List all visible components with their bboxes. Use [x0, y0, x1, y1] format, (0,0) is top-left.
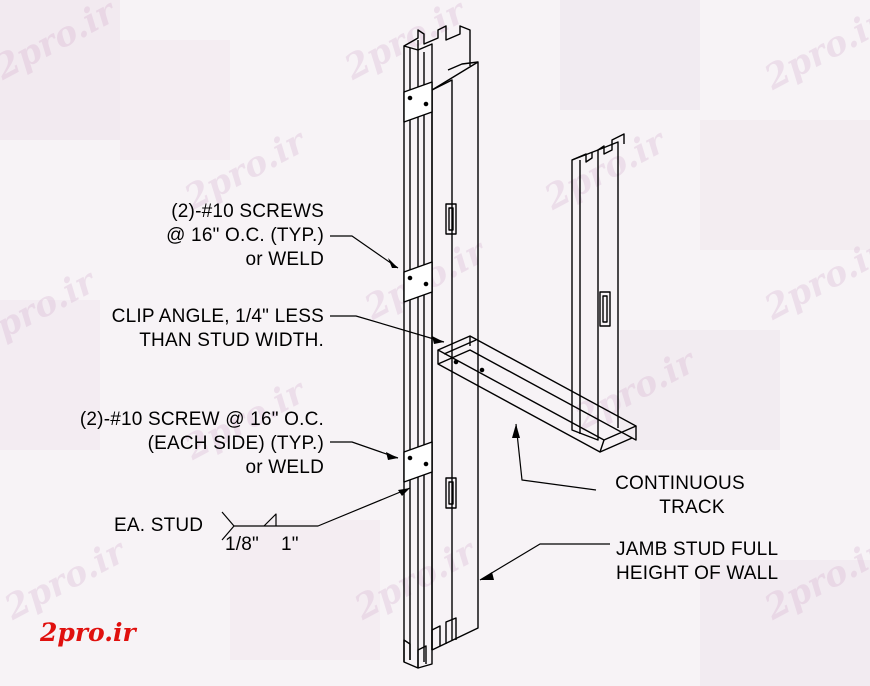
site-logo: 2pro.ir [40, 618, 136, 647]
screws-side-note: (2)-#10 SCREW @ 16" O.C. (EACH SIDE) (TY… [80, 408, 324, 480]
screws-side-line: or WELD [245, 457, 324, 478]
weld-symbol [221, 487, 411, 541]
jamb-line: JAMB STUD FULL [616, 539, 779, 560]
track-line: TRACK [659, 497, 725, 518]
jamb-note: JAMB STUD FULL HEIGHT OF WALL [616, 538, 778, 586]
clip-angle-line: THAN STUD WIDTH. [139, 330, 324, 351]
screws-top-note: (2)-#10 SCREWS @ 16" O.C. (TYP.) or WELD [166, 200, 324, 272]
weld-size: 1/8" [225, 534, 259, 555]
clip-angle-note: CLIP ANGLE, 1/4" LESS THAN STUD WIDTH. [112, 305, 324, 353]
wall-stud [571, 133, 625, 441]
screws-side-line: (EACH SIDE) (TYP.) [147, 433, 324, 454]
jamb-line: HEIGHT OF WALL [616, 563, 779, 584]
track-line: CONTINUOUS [615, 473, 745, 494]
screws-top-line: or WELD [245, 249, 324, 270]
leader-lines [330, 235, 610, 581]
track-note: CONTINUOUS TRACK [600, 472, 760, 520]
screws-top-line: @ 16" O.C. (TYP.) [166, 225, 324, 246]
weld-length: 1" [281, 534, 299, 555]
continuous-track [437, 335, 637, 453]
clip-angles [403, 81, 433, 483]
jamb-stud [403, 25, 479, 669]
clip-angle-line: CLIP ANGLE, 1/4" LESS [111, 306, 324, 327]
weld-text: EA. STUD [114, 515, 204, 536]
screws-side-line: (2)-#10 SCREW @ 16" O.C. [79, 409, 324, 430]
screws-top-line: (2)-#10 SCREWS [171, 201, 324, 222]
